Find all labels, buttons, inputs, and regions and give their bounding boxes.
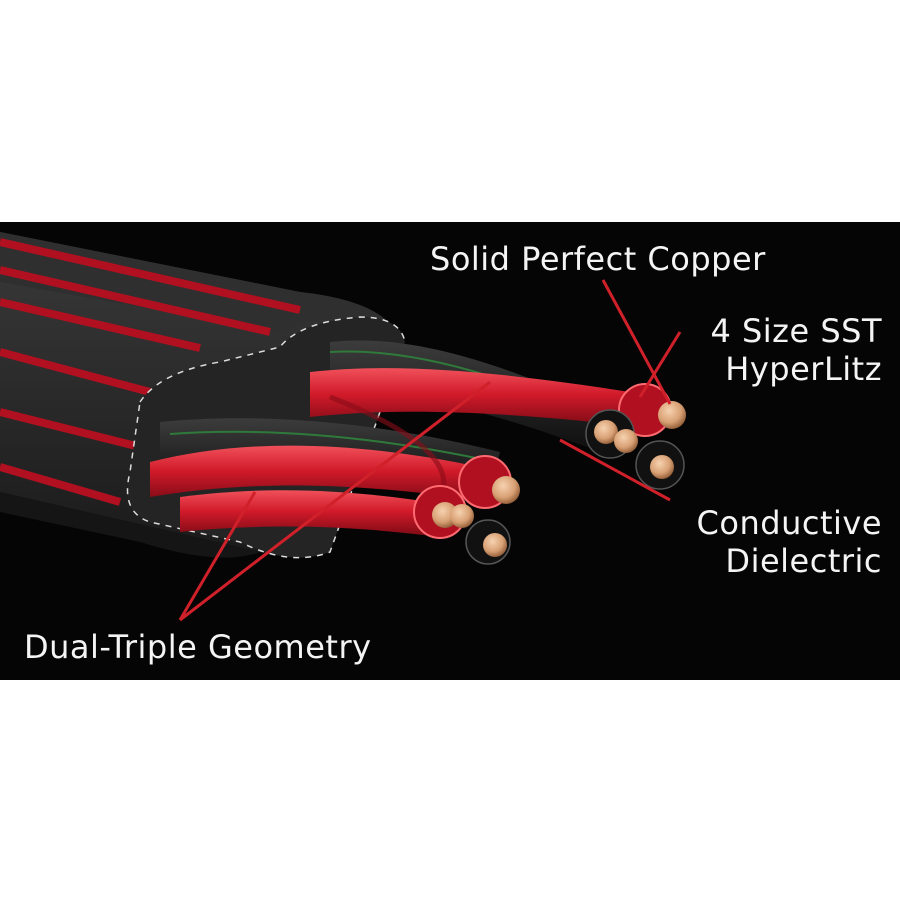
label-copper-text: Solid Perfect Copper xyxy=(430,240,766,278)
red-conductors xyxy=(150,368,640,537)
label-geometry-text: Dual-Triple Geometry xyxy=(24,628,372,666)
conductor-ends xyxy=(413,383,686,565)
cable-illustration xyxy=(0,232,686,622)
label-dielectric-line2: Dielectric xyxy=(725,542,882,580)
callout-dielectric-line xyxy=(559,438,671,502)
label-hyperlitz-line1: 4 Size SST xyxy=(710,312,882,350)
label-solid-perfect-copper: Solid Perfect Copper xyxy=(430,240,766,278)
callout-geometry-line-a xyxy=(179,380,491,622)
callout-geometry-line-b xyxy=(178,491,257,621)
label-4-size-sst-hyperlitz: 4 Size SST HyperLitz xyxy=(710,312,882,388)
label-dual-triple-geometry: Dual-Triple Geometry xyxy=(24,628,372,666)
callout-hyperlitz-line xyxy=(638,331,682,398)
label-dielectric-line1: Conductive xyxy=(696,504,882,542)
label-hyperlitz-line2: HyperLitz xyxy=(725,350,882,388)
label-conductive-dielectric: Conductive Dielectric xyxy=(697,504,882,580)
callout-lines xyxy=(178,279,682,622)
cable-diagram-banner: Solid Perfect Copper 4 Size SST HyperLit… xyxy=(0,222,900,680)
callout-copper-line xyxy=(601,279,672,405)
